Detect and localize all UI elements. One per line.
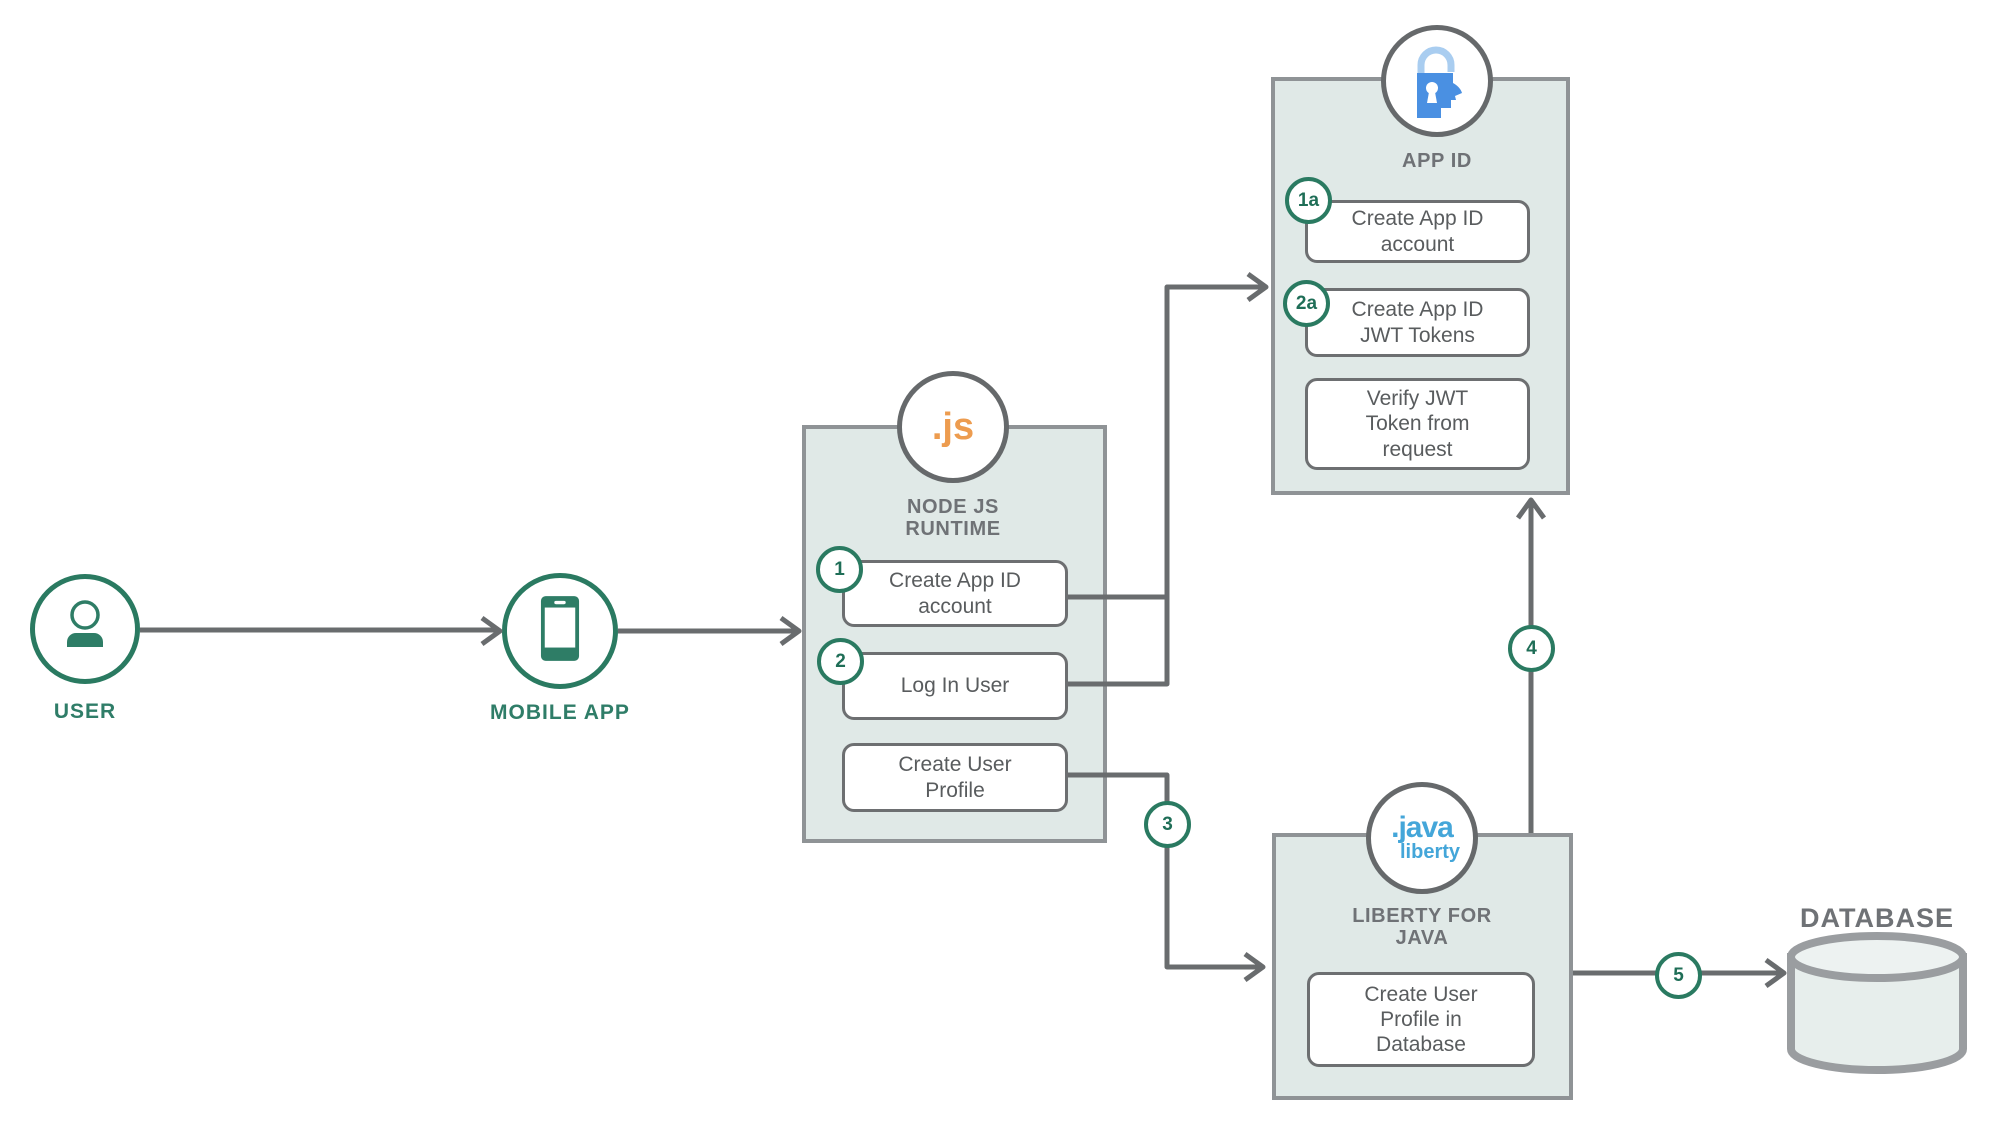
step-badge-1a: 1a [1285, 177, 1332, 224]
step-badge-1: 1 [816, 546, 863, 593]
mobile-phone-icon [540, 595, 580, 667]
lock-head-icon [1402, 36, 1472, 127]
user-node [30, 574, 140, 684]
nodejs-logo-icon: .js [931, 405, 975, 448]
nodejs-logo-circle: .js [897, 371, 1009, 483]
flow-badge-3: 3 [1144, 801, 1191, 848]
database-cylinder-icon [1787, 932, 1967, 1074]
step-create-appid-account-1a: Create App ID account [1305, 200, 1530, 263]
nodejs-runtime-title: NODE JS RUNTIME [905, 496, 1001, 541]
step-create-appid-account: Create App ID account [842, 560, 1068, 627]
java-logo-text: .java [1391, 811, 1454, 845]
mobile-app-label: MOBILE APP [490, 701, 630, 724]
step-log-in-user: Log In User [842, 652, 1068, 720]
arrow-mobile-to-nodejs [618, 615, 802, 647]
step-create-user-profile-in-database: Create User Profile in Database [1307, 972, 1535, 1067]
mobile-app-node [502, 573, 618, 689]
app-id-logo-circle [1381, 25, 1493, 137]
app-id-title: APP ID [1402, 150, 1472, 172]
java-liberty-logo-circle: .java liberty [1366, 782, 1478, 894]
java-liberty-logo-icon: .java liberty [1384, 811, 1461, 863]
user-icon [53, 595, 117, 664]
step-create-jwt-tokens-2a: Create App ID JWT Tokens [1305, 288, 1530, 357]
step-verify-jwt-token: Verify JWT Token from request [1305, 378, 1530, 470]
user-label: USER [53, 700, 117, 723]
step-create-user-profile: Create User Profile [842, 743, 1068, 812]
arrow-user-to-mobile [140, 615, 503, 647]
liberty-logo-text: liberty [1399, 840, 1461, 863]
step-badge-2a: 2a [1283, 280, 1330, 327]
flow-badge-4: 4 [1508, 625, 1555, 672]
database-label: DATABASE [1800, 903, 1954, 933]
liberty-for-java-title: LIBERTY FOR JAVA [1352, 905, 1492, 950]
step-badge-2: 2 [817, 638, 864, 685]
flow-badge-5: 5 [1655, 952, 1702, 999]
